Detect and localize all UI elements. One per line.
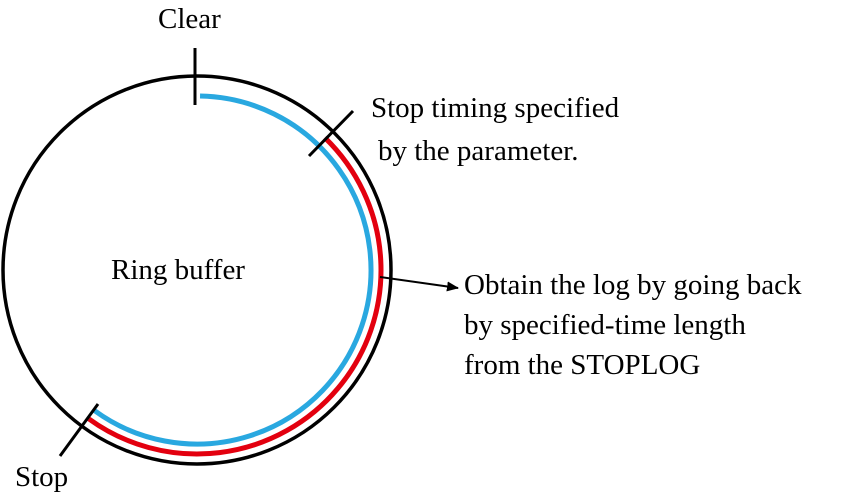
- obtain-label-line2: by specified-time length: [464, 309, 746, 341]
- clear-label: Clear: [158, 3, 221, 35]
- stop-timing-label-line2: by the parameter.: [378, 135, 579, 167]
- obtain-label-line1: Obtain the log by going back: [464, 269, 802, 301]
- stop-marker: [58, 403, 100, 457]
- ring-buffer-circle: [1, 74, 393, 466]
- stop-timing-marker: [307, 109, 355, 158]
- stop-timing-label-line1: Stop timing specified: [371, 92, 620, 124]
- obtain-label-line3: from the STOPLOG: [464, 349, 701, 381]
- log-arc: [87, 135, 384, 457]
- ring-buffer-label: Ring buffer: [111, 254, 245, 286]
- stop-label: Stop: [15, 461, 69, 493]
- buffer-arc: [93, 93, 374, 447]
- arrow: [379, 276, 459, 292]
